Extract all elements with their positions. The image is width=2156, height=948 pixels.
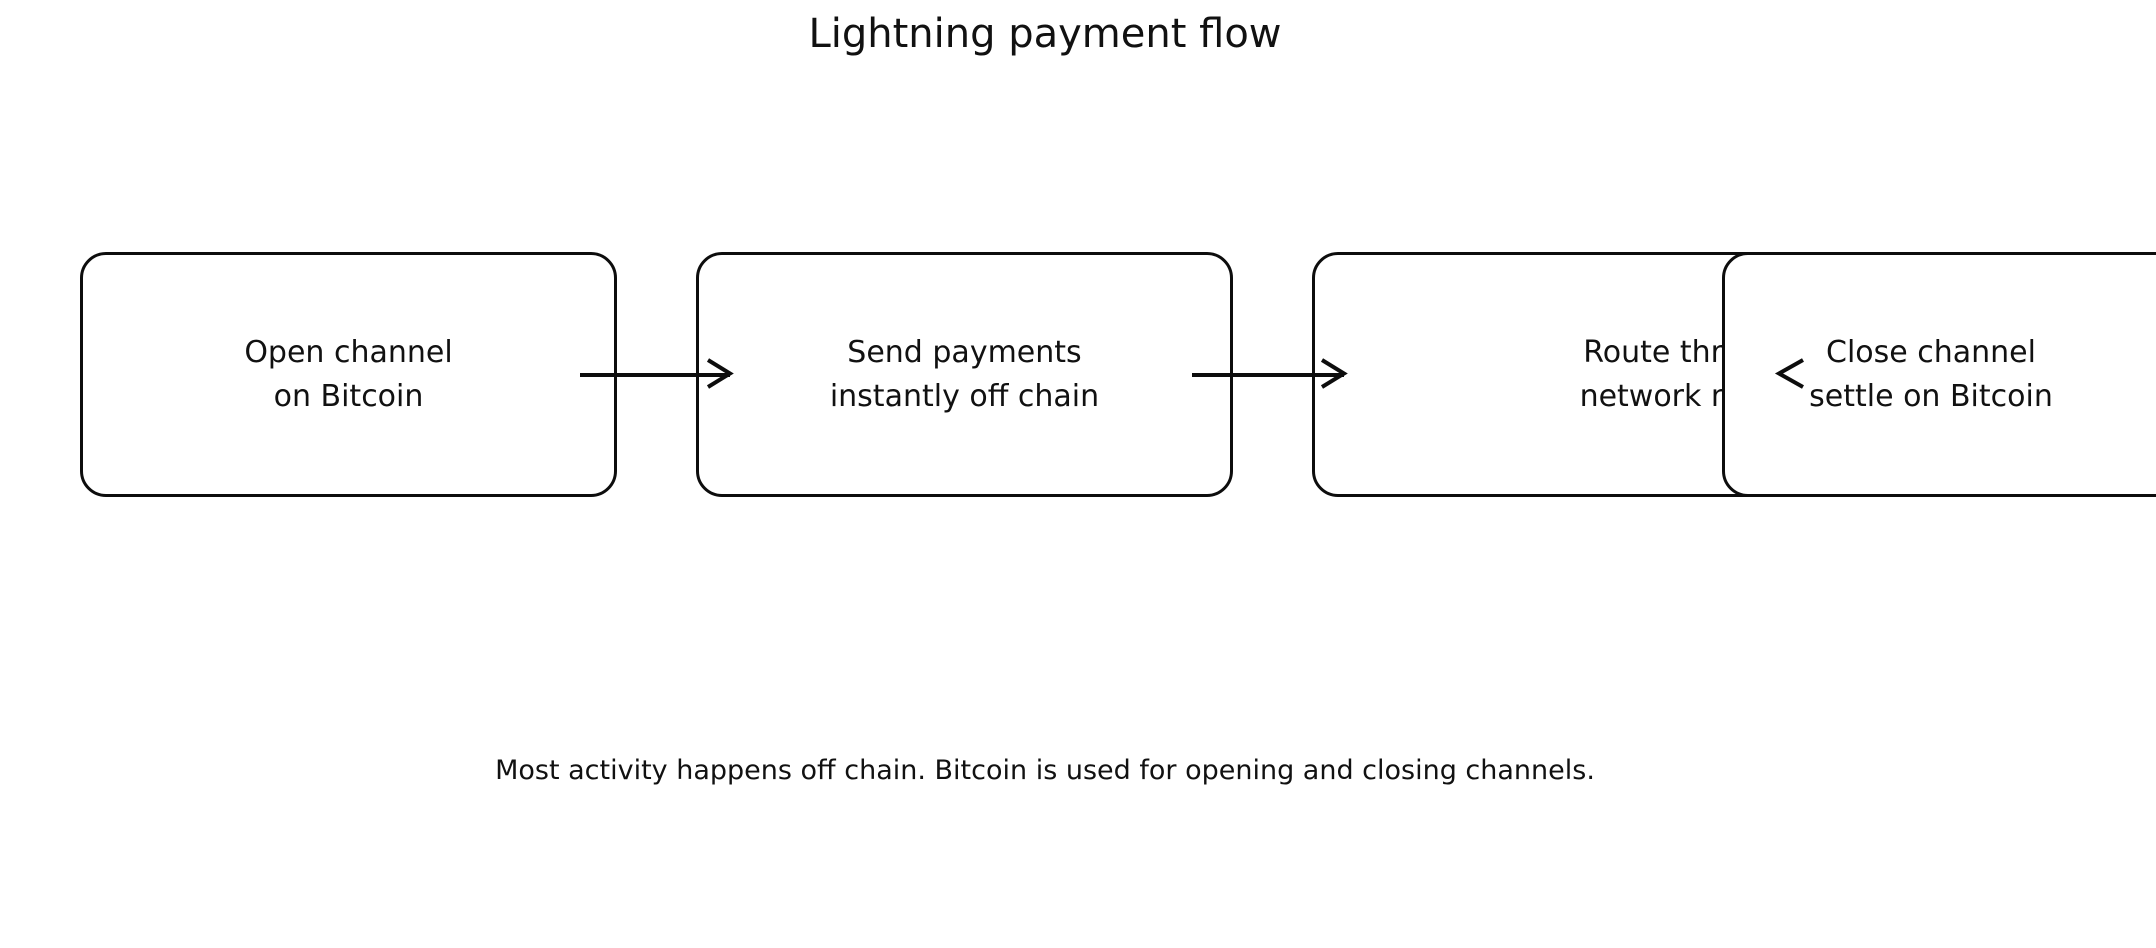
arrow-left-icon-3: [1774, 358, 1805, 389]
edge-open-to-send: [580, 373, 730, 377]
node-send-payments-label: Send payments instantly off chain: [829, 334, 1100, 414]
node-close-channel[interactable]: Close channel settle on Bitcoin: [1722, 252, 2156, 497]
arrow-right-icon-2: [1320, 358, 1348, 389]
node-open-channel[interactable]: Open channel on Bitcoin: [80, 252, 617, 497]
node-send-payments[interactable]: Send payments instantly off chain: [696, 252, 1233, 497]
node-close-channel-label: Close channel settle on Bitcoin: [1809, 334, 2053, 414]
node-open-channel-label: Open channel on Bitcoin: [244, 334, 453, 414]
page-title: Lightning payment flow: [808, 11, 1282, 57]
edge-send-to-route: [1192, 373, 1344, 377]
arrow-right-icon-1: [706, 358, 734, 389]
diagram-caption: Most activity happens off chain. Bitcoin…: [495, 755, 1595, 786]
